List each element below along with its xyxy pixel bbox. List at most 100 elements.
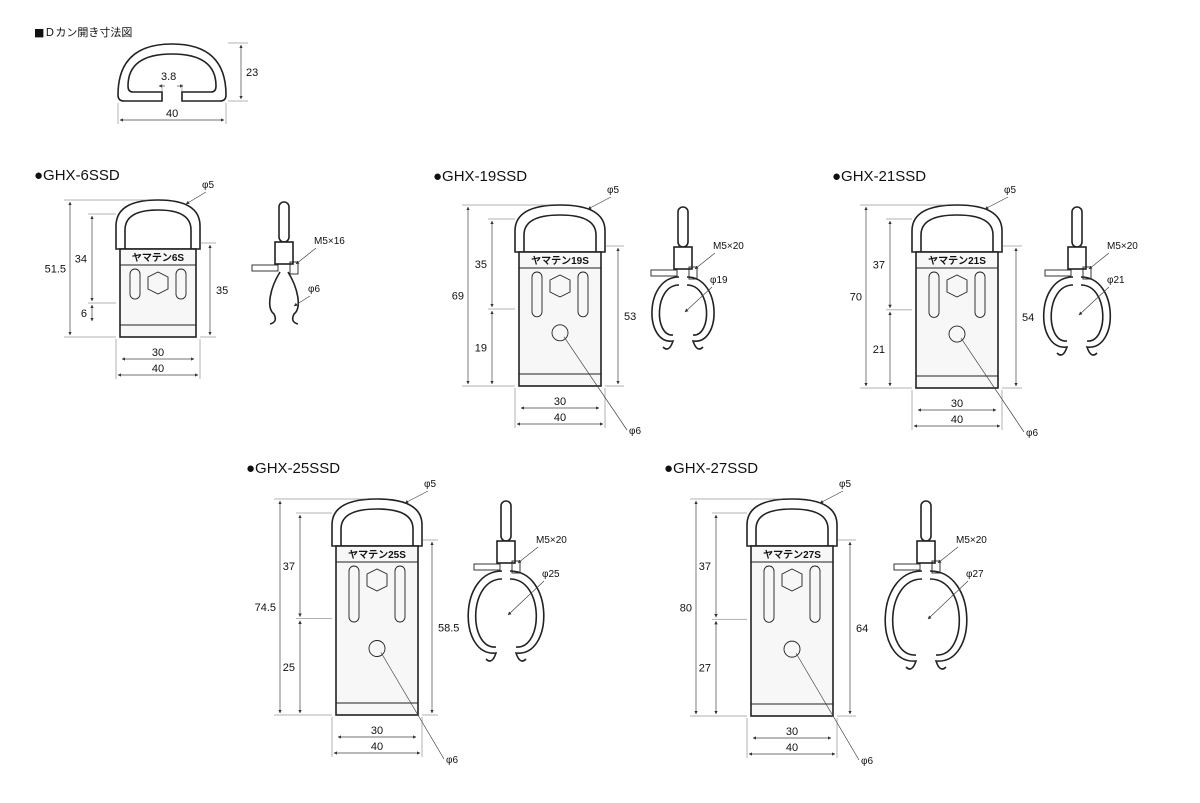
model-stamp: ヤマテン6S bbox=[132, 252, 185, 264]
total-height-label: 69 bbox=[452, 291, 464, 303]
product-title: ●GHX-6SSD bbox=[34, 167, 120, 184]
hook-loop bbox=[268, 271, 300, 325]
hole-diameter-label: φ6 bbox=[629, 426, 641, 437]
d-ring-outline bbox=[331, 498, 423, 547]
mounting-hole bbox=[551, 324, 569, 342]
hex-nut bbox=[147, 271, 169, 295]
upper-height-label: 37 bbox=[699, 561, 711, 573]
body-height-label: 58.5 bbox=[438, 623, 459, 635]
hook-neck bbox=[673, 246, 693, 270]
product-title: ●GHX-19SSD bbox=[433, 168, 527, 185]
slot-right bbox=[809, 565, 821, 623]
hole-diameter-label: φ6 bbox=[1026, 428, 1038, 439]
outer-width-label: 40 bbox=[786, 742, 798, 754]
hook-diameter-label: φ27 bbox=[966, 569, 984, 580]
hook-ring-side bbox=[677, 206, 689, 248]
lower-height-label: 6 bbox=[81, 308, 87, 320]
d-ring-inner bbox=[124, 209, 192, 249]
total-height-label: 74.5 bbox=[255, 602, 276, 614]
hook-neck bbox=[496, 540, 516, 564]
ring-diameter-label: φ5 bbox=[202, 180, 214, 191]
clamp-body bbox=[915, 251, 999, 389]
slot-right bbox=[394, 565, 406, 623]
body-height-label: 64 bbox=[856, 623, 868, 635]
bolt-size-label: M5×20 bbox=[956, 535, 987, 546]
total-height-label: 80 bbox=[680, 603, 692, 615]
d-ring-inner bbox=[755, 508, 829, 546]
model-stamp: ヤマテン21S bbox=[928, 255, 986, 267]
total-height-label: 51.5 bbox=[45, 264, 66, 276]
hook-loop bbox=[651, 276, 715, 350]
product-title: ●GHX-21SSD bbox=[832, 168, 926, 185]
hook-diameter-label: φ19 bbox=[710, 275, 728, 286]
hook-ring-side bbox=[278, 201, 290, 243]
slot-right bbox=[577, 271, 589, 318]
slot-left bbox=[531, 271, 543, 318]
total-height-label: 70 bbox=[850, 292, 862, 304]
outer-width-label: 40 bbox=[152, 363, 164, 375]
lower-height-label: 21 bbox=[873, 344, 885, 356]
hex-nut bbox=[549, 274, 571, 298]
product-title: ●GHX-27SSD bbox=[664, 460, 758, 477]
inner-width-label: 30 bbox=[152, 347, 164, 359]
d-ring-outline bbox=[911, 204, 1003, 253]
product-2: ●GHX-19SSDヤマテン19Sφ5693519533040φ6M5×20φ1… bbox=[433, 168, 744, 437]
slot-right bbox=[974, 271, 986, 318]
product-3: ●GHX-21SSDヤマテン21Sφ5703721543040φ6M5×20φ2… bbox=[832, 168, 1138, 439]
slot-left bbox=[348, 565, 360, 623]
hook-diameter-label: φ6 bbox=[308, 284, 320, 295]
hook-neck bbox=[274, 241, 294, 265]
hex-nut bbox=[946, 274, 968, 298]
hook-ring-side bbox=[920, 500, 932, 542]
d-ring-inner bbox=[523, 214, 597, 252]
upper-height-label: 35 bbox=[475, 259, 487, 271]
dcan-gap-label: 3.8 bbox=[161, 71, 176, 83]
hole-diameter-label: φ6 bbox=[446, 755, 458, 766]
upper-height-label: 37 bbox=[873, 259, 885, 271]
hook-loop bbox=[1042, 276, 1112, 356]
bolt-size-label: M5×20 bbox=[536, 535, 567, 546]
inner-width-label: 30 bbox=[951, 398, 963, 410]
body-height-label: 35 bbox=[216, 285, 228, 297]
lower-height-label: 27 bbox=[699, 663, 711, 675]
outer-width-label: 40 bbox=[554, 412, 566, 424]
clamp-body bbox=[119, 248, 197, 338]
bolt-size-label: M5×20 bbox=[713, 241, 744, 252]
hook-diameter-label: φ21 bbox=[1107, 275, 1125, 286]
mounting-hole bbox=[783, 640, 801, 658]
upper-height-label: 37 bbox=[283, 561, 295, 573]
lower-height-label: 19 bbox=[475, 343, 487, 355]
slot-left bbox=[129, 268, 141, 300]
hook-diameter-label: φ25 bbox=[542, 569, 560, 580]
bolt-size-label: M5×16 bbox=[314, 236, 345, 247]
body-height-label: 53 bbox=[624, 311, 636, 323]
ring-diameter-label: φ5 bbox=[424, 479, 436, 490]
product-drawings: ●GHX-6SSD ヤマテン6S φ5 51.5 34 6 35 30 40 M5×16 φ6 ●GH… bbox=[34, 167, 1138, 767]
product-5: ●GHX-27SSDヤマテン27Sφ5803727643040φ6M5×20φ2… bbox=[664, 460, 987, 767]
product-4: ●GHX-25SSDヤマテン25Sφ574.5372558.53040φ6M5×… bbox=[246, 460, 567, 766]
hook-loop bbox=[884, 570, 968, 670]
dcan-opening-diagram: 3.8 23 40 bbox=[117, 42, 258, 124]
bolt-head bbox=[511, 560, 521, 574]
bolt-head bbox=[289, 261, 299, 275]
section-title: ■Ｄカン開き寸法図 bbox=[34, 25, 132, 39]
bolt-head bbox=[1082, 266, 1092, 280]
mounting-hole bbox=[368, 640, 386, 657]
inner-width-label: 30 bbox=[371, 725, 383, 737]
mounting-hole bbox=[948, 325, 966, 343]
hook-ring-side bbox=[1071, 206, 1083, 248]
upper-height-label: 34 bbox=[75, 254, 87, 266]
dcan-outline bbox=[117, 43, 227, 102]
body-height-label: 54 bbox=[1022, 312, 1034, 324]
d-ring-inner bbox=[340, 508, 414, 546]
bolt-shank bbox=[251, 264, 279, 272]
hook-neck bbox=[916, 540, 936, 564]
hook-neck bbox=[1067, 246, 1087, 270]
bolt-head bbox=[688, 266, 698, 280]
d-ring-outline bbox=[514, 204, 606, 253]
outer-width-label: 40 bbox=[371, 741, 383, 753]
clamp-body bbox=[335, 545, 419, 716]
slot-left bbox=[928, 271, 940, 318]
d-ring-outline bbox=[115, 199, 201, 250]
